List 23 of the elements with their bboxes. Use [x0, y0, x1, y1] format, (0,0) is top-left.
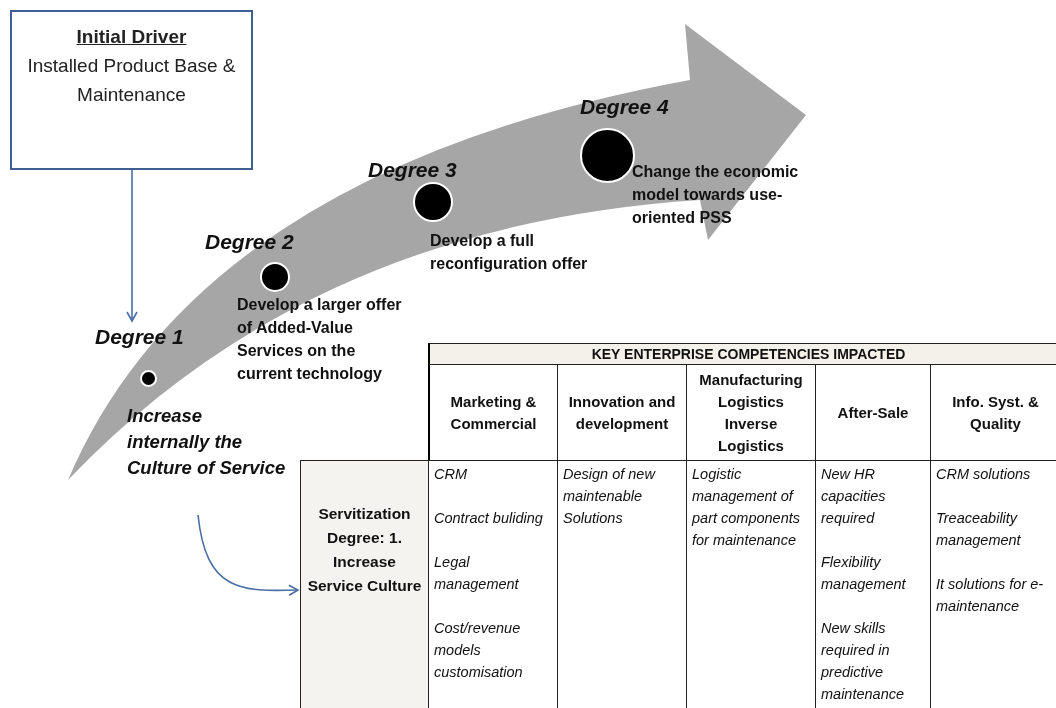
- table-title-cell: KEY ENTERPRISE COMPETENCIES IMPACTED: [428, 343, 1056, 365]
- cell-text: CRM: [434, 465, 469, 484]
- description-text: Develop a full reconfiguration offer: [430, 229, 595, 309]
- arrow: [126, 169, 138, 322]
- body-text: Installed Product Base & Maintenance: [26, 54, 237, 107]
- cell-text: Treaceability management: [936, 509, 1022, 550]
- degree-label: Degree 2: [205, 230, 294, 254]
- degree-label: Degree 1: [95, 325, 184, 349]
- cell-text: Flexibility management: [821, 553, 907, 594]
- arrow: [197, 514, 299, 597]
- row-header-cell: Servitization Degree: 1. Increase Service Culture: [300, 460, 429, 708]
- degree-label: Degree 4: [580, 95, 669, 119]
- cell-text: Contract buliding: [434, 509, 544, 528]
- cell-text: Legal management: [434, 553, 520, 594]
- cell-text: Cost/revenue models customisation: [434, 619, 524, 682]
- cell-text: CRM solutions: [936, 465, 1032, 484]
- cell-text: It solutions for e-maintenance: [936, 575, 1045, 616]
- cell-text: Design of new maintenable Solutions: [563, 465, 657, 528]
- driver-box: [10, 10, 253, 170]
- cell-text: New HR capacities required: [821, 465, 887, 528]
- heading-text: Initial Driver: [75, 25, 188, 49]
- cell-text: Logistic management of part components for maintenance: [692, 465, 801, 550]
- cell-text: New skills required in predictive maintenance: [821, 619, 906, 704]
